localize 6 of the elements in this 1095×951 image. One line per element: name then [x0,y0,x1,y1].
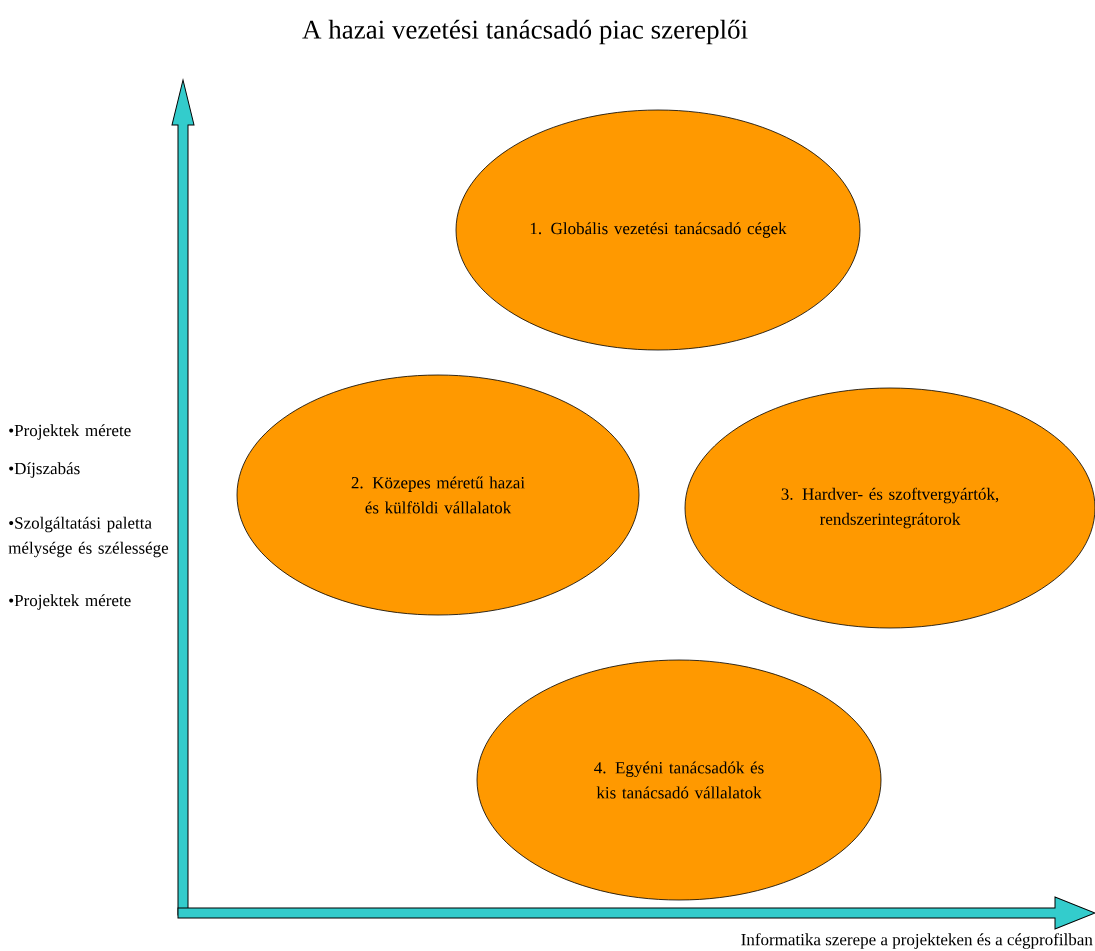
axis-label: •Szolgáltatási paletta mélysége és szélessége [8,516,169,558]
title: A hazai vezetési tanácsadó piac szereplői [302,19,748,45]
axis-label: •Díjszabás [9,462,80,478]
axis-label: Informatika szerepe a projekteken és a cégprofilban [741,933,1093,949]
axis-label: •Projektek mérete [9,424,131,440]
axis-label: •Projektek mérete [9,594,131,610]
